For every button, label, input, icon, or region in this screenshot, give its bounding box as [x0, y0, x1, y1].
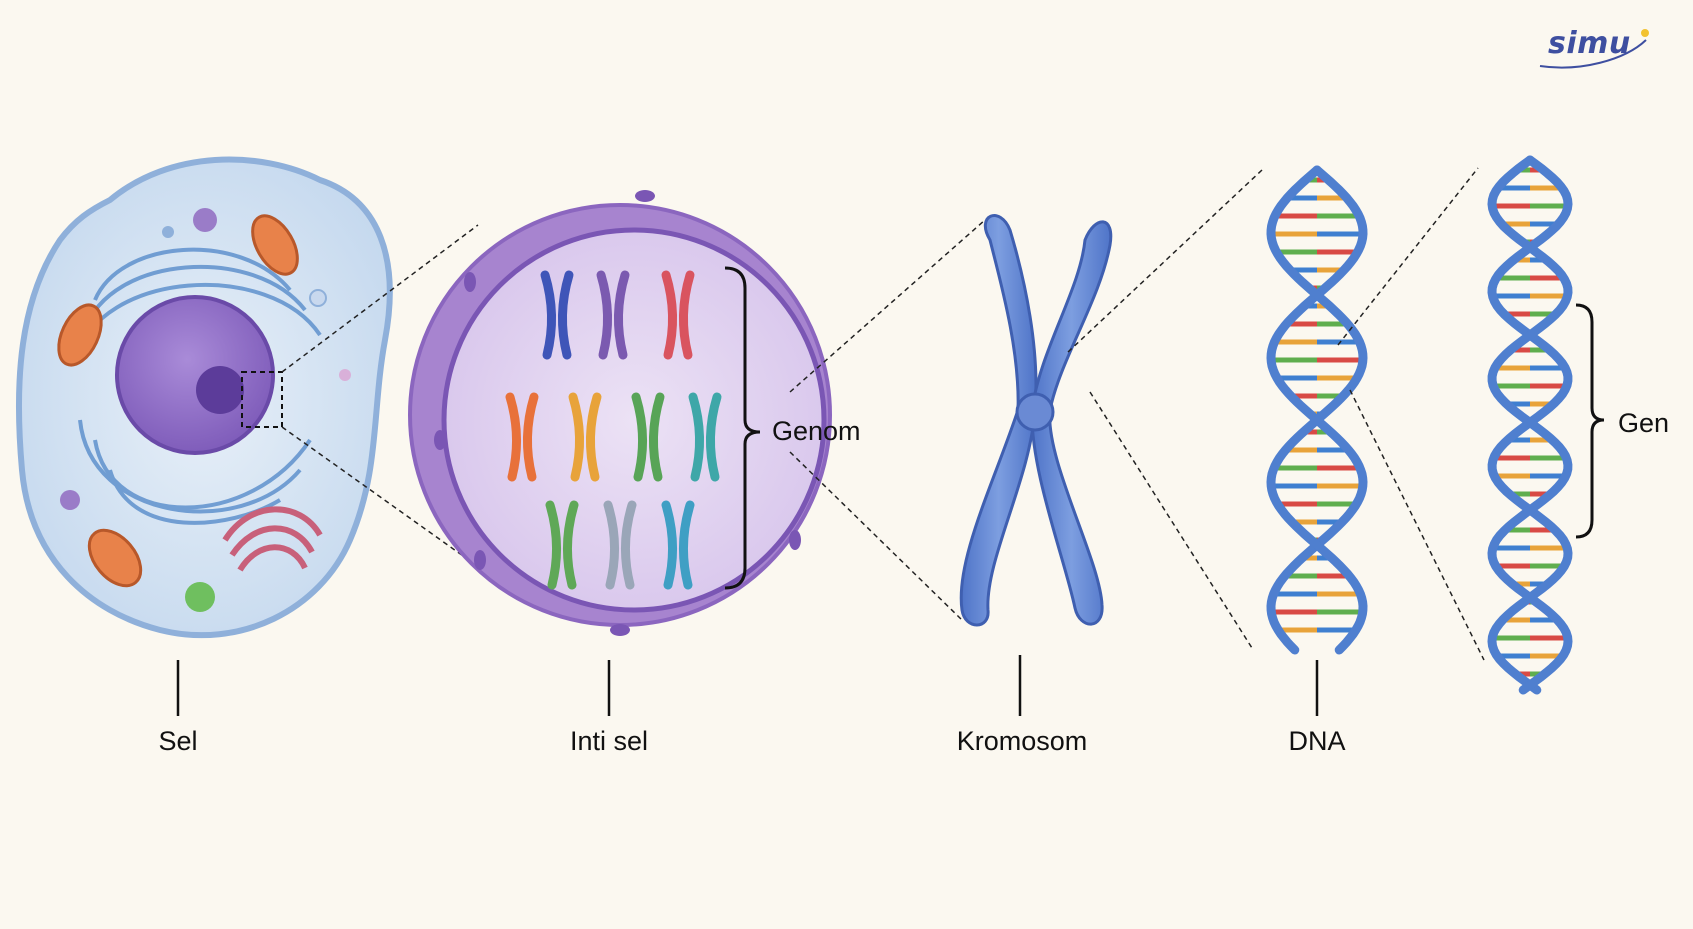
chromosome-arm [679, 500, 695, 590]
zoom-box [241, 371, 283, 428]
chromosome-arm [603, 500, 619, 590]
small-chromosome [631, 392, 665, 482]
small-chromosome [568, 392, 602, 482]
small-chromosome [596, 270, 630, 360]
label-ticks [176, 655, 1319, 716]
nucleoplasm [441, 227, 827, 613]
chromosome-arm [679, 270, 695, 360]
chromosome-arm [563, 500, 579, 590]
vesicle [193, 208, 217, 232]
zoom-lines-dna [1337, 167, 1485, 661]
chromosome-arm [614, 270, 630, 360]
cell-nucleus [115, 295, 275, 455]
genome-bracket [724, 266, 761, 590]
chromosome-arm [540, 270, 556, 360]
vesicle [185, 582, 215, 612]
chromosome-arm [661, 500, 677, 590]
gene-helix [1487, 155, 1573, 695]
dna-strand-b [1487, 155, 1573, 695]
nuclear-pores [434, 190, 801, 636]
chromosome-arm [523, 392, 539, 482]
vesicle [60, 490, 80, 510]
mitochondria [57, 214, 299, 588]
chromosome-arm [621, 500, 637, 590]
chromosome-arm [558, 270, 574, 360]
small-chromosome [661, 270, 695, 360]
small-chromosome [603, 500, 637, 590]
golgi-apparatus [222, 506, 323, 572]
small-chromosome [540, 270, 574, 360]
small-chromosome [688, 392, 722, 482]
chromosome-arm [631, 392, 647, 482]
chromosome-arm [596, 270, 612, 360]
label-chromosome: Kromosom [956, 726, 1088, 756]
logo-swoosh [1539, 39, 1647, 69]
brand-logo: simu [1548, 26, 1631, 61]
label-gene: Gen [1618, 408, 1670, 438]
chromosome-arm [706, 392, 722, 482]
zoom-lines-chromosome [1067, 169, 1263, 649]
vesicle [339, 369, 351, 381]
chromosome-arm [661, 270, 677, 360]
chromosome-illustration [959, 214, 1113, 627]
nucleus-illustration [408, 190, 832, 636]
chromosome-arm [649, 392, 665, 482]
vesicle [162, 226, 174, 238]
vesicle [309, 289, 327, 307]
zoom-lines-cell [281, 224, 481, 569]
dna-strand-b [1266, 165, 1368, 655]
chromosome-arm [688, 392, 704, 482]
chromosome-arm [505, 392, 521, 482]
label-genome: Genom [772, 416, 861, 446]
chromosome-arm [586, 392, 602, 482]
small-chromosome [505, 392, 539, 482]
small-chromosome [545, 500, 579, 590]
dna-strand-a [1266, 165, 1368, 655]
centromere [1015, 392, 1055, 432]
nucleolus [196, 366, 244, 414]
chromosome-arm [545, 500, 561, 590]
logo-dot [1641, 29, 1649, 37]
dna-helix [1266, 165, 1368, 655]
gene-bracket [1575, 303, 1605, 539]
label-nucleus: Inti sel [569, 726, 649, 756]
cell-illustration [15, 156, 393, 639]
label-dna: DNA [1288, 726, 1346, 756]
zoom-lines-nucleus [789, 219, 986, 621]
nucleus-chromosomes [505, 270, 722, 590]
small-chromosome [661, 500, 695, 590]
label-cell: Sel [158, 726, 198, 756]
chromosome-arm [568, 392, 584, 482]
